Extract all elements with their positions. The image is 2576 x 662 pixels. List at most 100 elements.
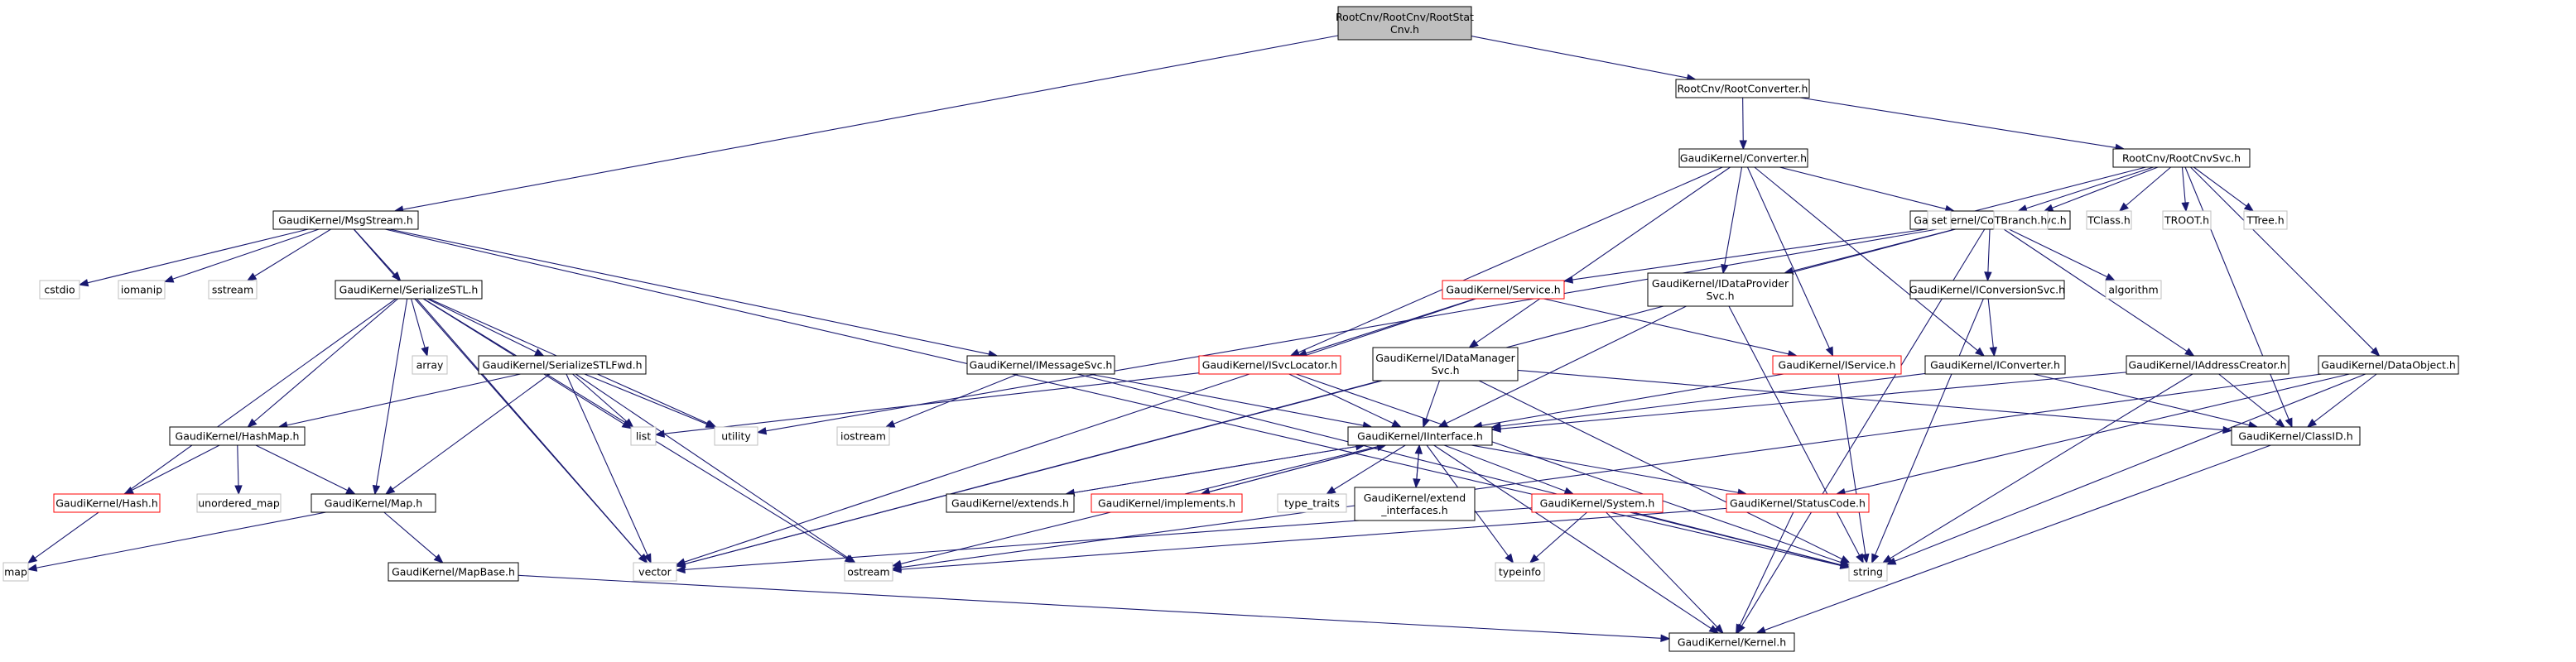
edge-line bbox=[2314, 373, 2377, 423]
edge-line bbox=[2181, 166, 2186, 204]
node-string[interactable]: string bbox=[1848, 562, 1888, 582]
arrowhead-icon bbox=[26, 564, 38, 572]
node-hash[interactable]: GaudiKernel/Hash.h bbox=[53, 493, 161, 513]
node-iservice[interactable]: GaudiKernel/IService.h bbox=[1772, 355, 1902, 375]
node-typeinfo[interactable]: typeinfo bbox=[1495, 562, 1545, 582]
edge-line bbox=[2126, 166, 2172, 206]
edge-rootcnvsvc-to-dataobject bbox=[2190, 166, 2381, 357]
node-statuscode[interactable]: GaudiKernel/StatusCode.h bbox=[1726, 493, 1870, 513]
arrowhead-icon bbox=[1989, 347, 1997, 357]
edge-mapbase-to-kernel bbox=[518, 574, 1671, 642]
edge-hashmap-to-map bbox=[255, 444, 356, 495]
node-troot[interactable]: TROOT.h bbox=[2162, 210, 2212, 230]
node-box bbox=[1442, 280, 1565, 300]
node-implements[interactable]: GaudiKernel/implements.h bbox=[1091, 493, 1243, 513]
node-sstream[interactable]: sstream bbox=[208, 280, 258, 300]
node-box bbox=[1772, 355, 1902, 375]
arrowhead-icon bbox=[2285, 417, 2293, 429]
node-unordered-map[interactable]: unordered_map bbox=[196, 493, 282, 513]
node-list[interactable]: list bbox=[630, 426, 657, 446]
edge-conversionsvc-to-algorithm bbox=[2008, 228, 2116, 281]
node-box bbox=[169, 426, 306, 446]
node-extend-interfaces[interactable]: GaudiKernel/extend_interfaces.h bbox=[1354, 487, 1476, 521]
node-classid[interactable]: GaudiKernel/ClassID.h bbox=[2231, 426, 2361, 446]
node-tclass[interactable]: TClass.h bbox=[2086, 210, 2132, 230]
node-isvclocator[interactable]: GaudiKernel/ISvcLocator.h bbox=[1198, 355, 1341, 375]
node-label: GaudiKernel/DataObject.h bbox=[2321, 359, 2456, 372]
edge-system-to-typeinfo bbox=[1529, 511, 1587, 564]
edge-line bbox=[518, 574, 1662, 639]
edge-line bbox=[1987, 228, 1991, 273]
edge-line bbox=[2193, 166, 2247, 207]
node-type-traits[interactable]: type_traits bbox=[1277, 493, 1347, 513]
edge-line bbox=[575, 373, 849, 559]
node-set[interactable]: set bbox=[1927, 210, 1952, 230]
edge-line bbox=[375, 298, 408, 487]
arrowhead-icon bbox=[675, 559, 686, 568]
edge-rootconverter-to-rootcnvsvc bbox=[1799, 97, 2126, 152]
node-vector[interactable]: vector bbox=[633, 562, 677, 582]
node-ttree[interactable]: TTree.h bbox=[2243, 210, 2288, 230]
node-ostream[interactable]: ostream bbox=[844, 562, 893, 582]
edge-line bbox=[1296, 373, 1842, 564]
arrowhead-icon bbox=[384, 485, 396, 495]
node-converter[interactable]: GaudiKernel/Converter.h bbox=[1678, 148, 1808, 168]
node-utility[interactable]: utility bbox=[714, 426, 758, 446]
edge-conversionsvc-to-utility bbox=[756, 228, 1938, 435]
node-rootconverter[interactable]: RootCnv/RootConverter.h bbox=[1675, 79, 1810, 98]
edge-converter-to-isvclocator bbox=[1289, 166, 1723, 357]
node-array[interactable]: array bbox=[412, 355, 448, 375]
edge-imessagesvc-to-string bbox=[1076, 373, 1851, 569]
edge-idatamanagersvc-to-interface bbox=[1422, 380, 1441, 429]
node-dataobject[interactable]: GaudiKernel/DataObject.h bbox=[2318, 355, 2459, 375]
node-box bbox=[1927, 210, 1952, 230]
node-tbranch[interactable]: TBranch.h bbox=[1993, 210, 2049, 230]
edge-iconverter-to-classid bbox=[2033, 373, 2259, 429]
edge-serializestl-to-map bbox=[372, 298, 408, 496]
node-algorithm[interactable]: algorithm bbox=[2105, 280, 2162, 300]
node-iconverter[interactable]: GaudiKernel/IConverter.h bbox=[1924, 355, 2066, 375]
node-map[interactable]: map bbox=[2, 562, 29, 582]
arrowhead-icon bbox=[1326, 486, 1336, 495]
node-label: Cnv.h bbox=[1390, 23, 1419, 36]
edge-converter-to-conversionsvc bbox=[1779, 166, 1956, 213]
edge-line bbox=[1305, 298, 1476, 354]
node-service[interactable]: GaudiKernel/Service.h bbox=[1442, 280, 1565, 300]
node-serializestlfwd[interactable]: GaudiKernel/SerializeSTLFwd.h bbox=[478, 355, 647, 375]
arrowhead-icon bbox=[78, 279, 89, 287]
edge-line bbox=[1742, 97, 1744, 142]
node-label: GaudiKernel/Converter.h bbox=[1680, 152, 1807, 165]
arrowhead-icon bbox=[163, 275, 175, 283]
node-interface[interactable]: GaudiKernel/IInterface.h bbox=[1347, 426, 1493, 446]
node-hashmap[interactable]: GaudiKernel/HashMap.h bbox=[169, 426, 306, 446]
node-kernel[interactable]: GaudiKernel/Kernel.h bbox=[1668, 632, 1795, 652]
node-iaddresscreator[interactable]: GaudiKernel/IAddressCreator.h bbox=[2126, 355, 2290, 375]
node-map[interactable]: GaudiKernel/Map.h bbox=[311, 493, 436, 513]
node-extends[interactable]: GaudiKernel/extends.h bbox=[946, 493, 1075, 513]
node-serializestl[interactable]: GaudiKernel/SerializeSTL.h bbox=[335, 280, 483, 300]
node-iconversionsvc[interactable]: GaudiKernel/IConversionSvc.h bbox=[1909, 280, 2065, 300]
node-cstdio[interactable]: cstdio bbox=[39, 280, 80, 300]
node-iostream[interactable]: iostream bbox=[836, 426, 890, 446]
edge-line bbox=[384, 228, 1842, 566]
node-mapbase[interactable]: GaudiKernel/MapBase.h bbox=[388, 562, 519, 582]
node-label: GaudiKernel/IAddressCreator.h bbox=[2128, 359, 2286, 372]
node-system[interactable]: GaudiKernel/System.h bbox=[1531, 493, 1664, 513]
node-box bbox=[311, 493, 436, 513]
node-iomanip[interactable]: iomanip bbox=[118, 280, 166, 300]
node-rootcnvsvc[interactable]: RootCnv/RootCnvSvc.h bbox=[2112, 148, 2251, 168]
edge-line bbox=[1298, 166, 1723, 353]
node-box bbox=[1372, 347, 1519, 381]
node-imessagesvc[interactable]: GaudiKernel/IMessageSvc.h bbox=[966, 355, 1115, 375]
node-label: array bbox=[416, 359, 444, 372]
arrowhead-icon bbox=[372, 484, 381, 496]
node-msgstream[interactable]: GaudiKernel/MsgStream.h bbox=[272, 210, 419, 230]
arrowhead-icon bbox=[2181, 202, 2189, 213]
edge-line bbox=[572, 373, 628, 422]
node-box bbox=[1924, 355, 2066, 375]
node-label: iomanip bbox=[121, 284, 162, 296]
edge-line bbox=[426, 298, 537, 353]
